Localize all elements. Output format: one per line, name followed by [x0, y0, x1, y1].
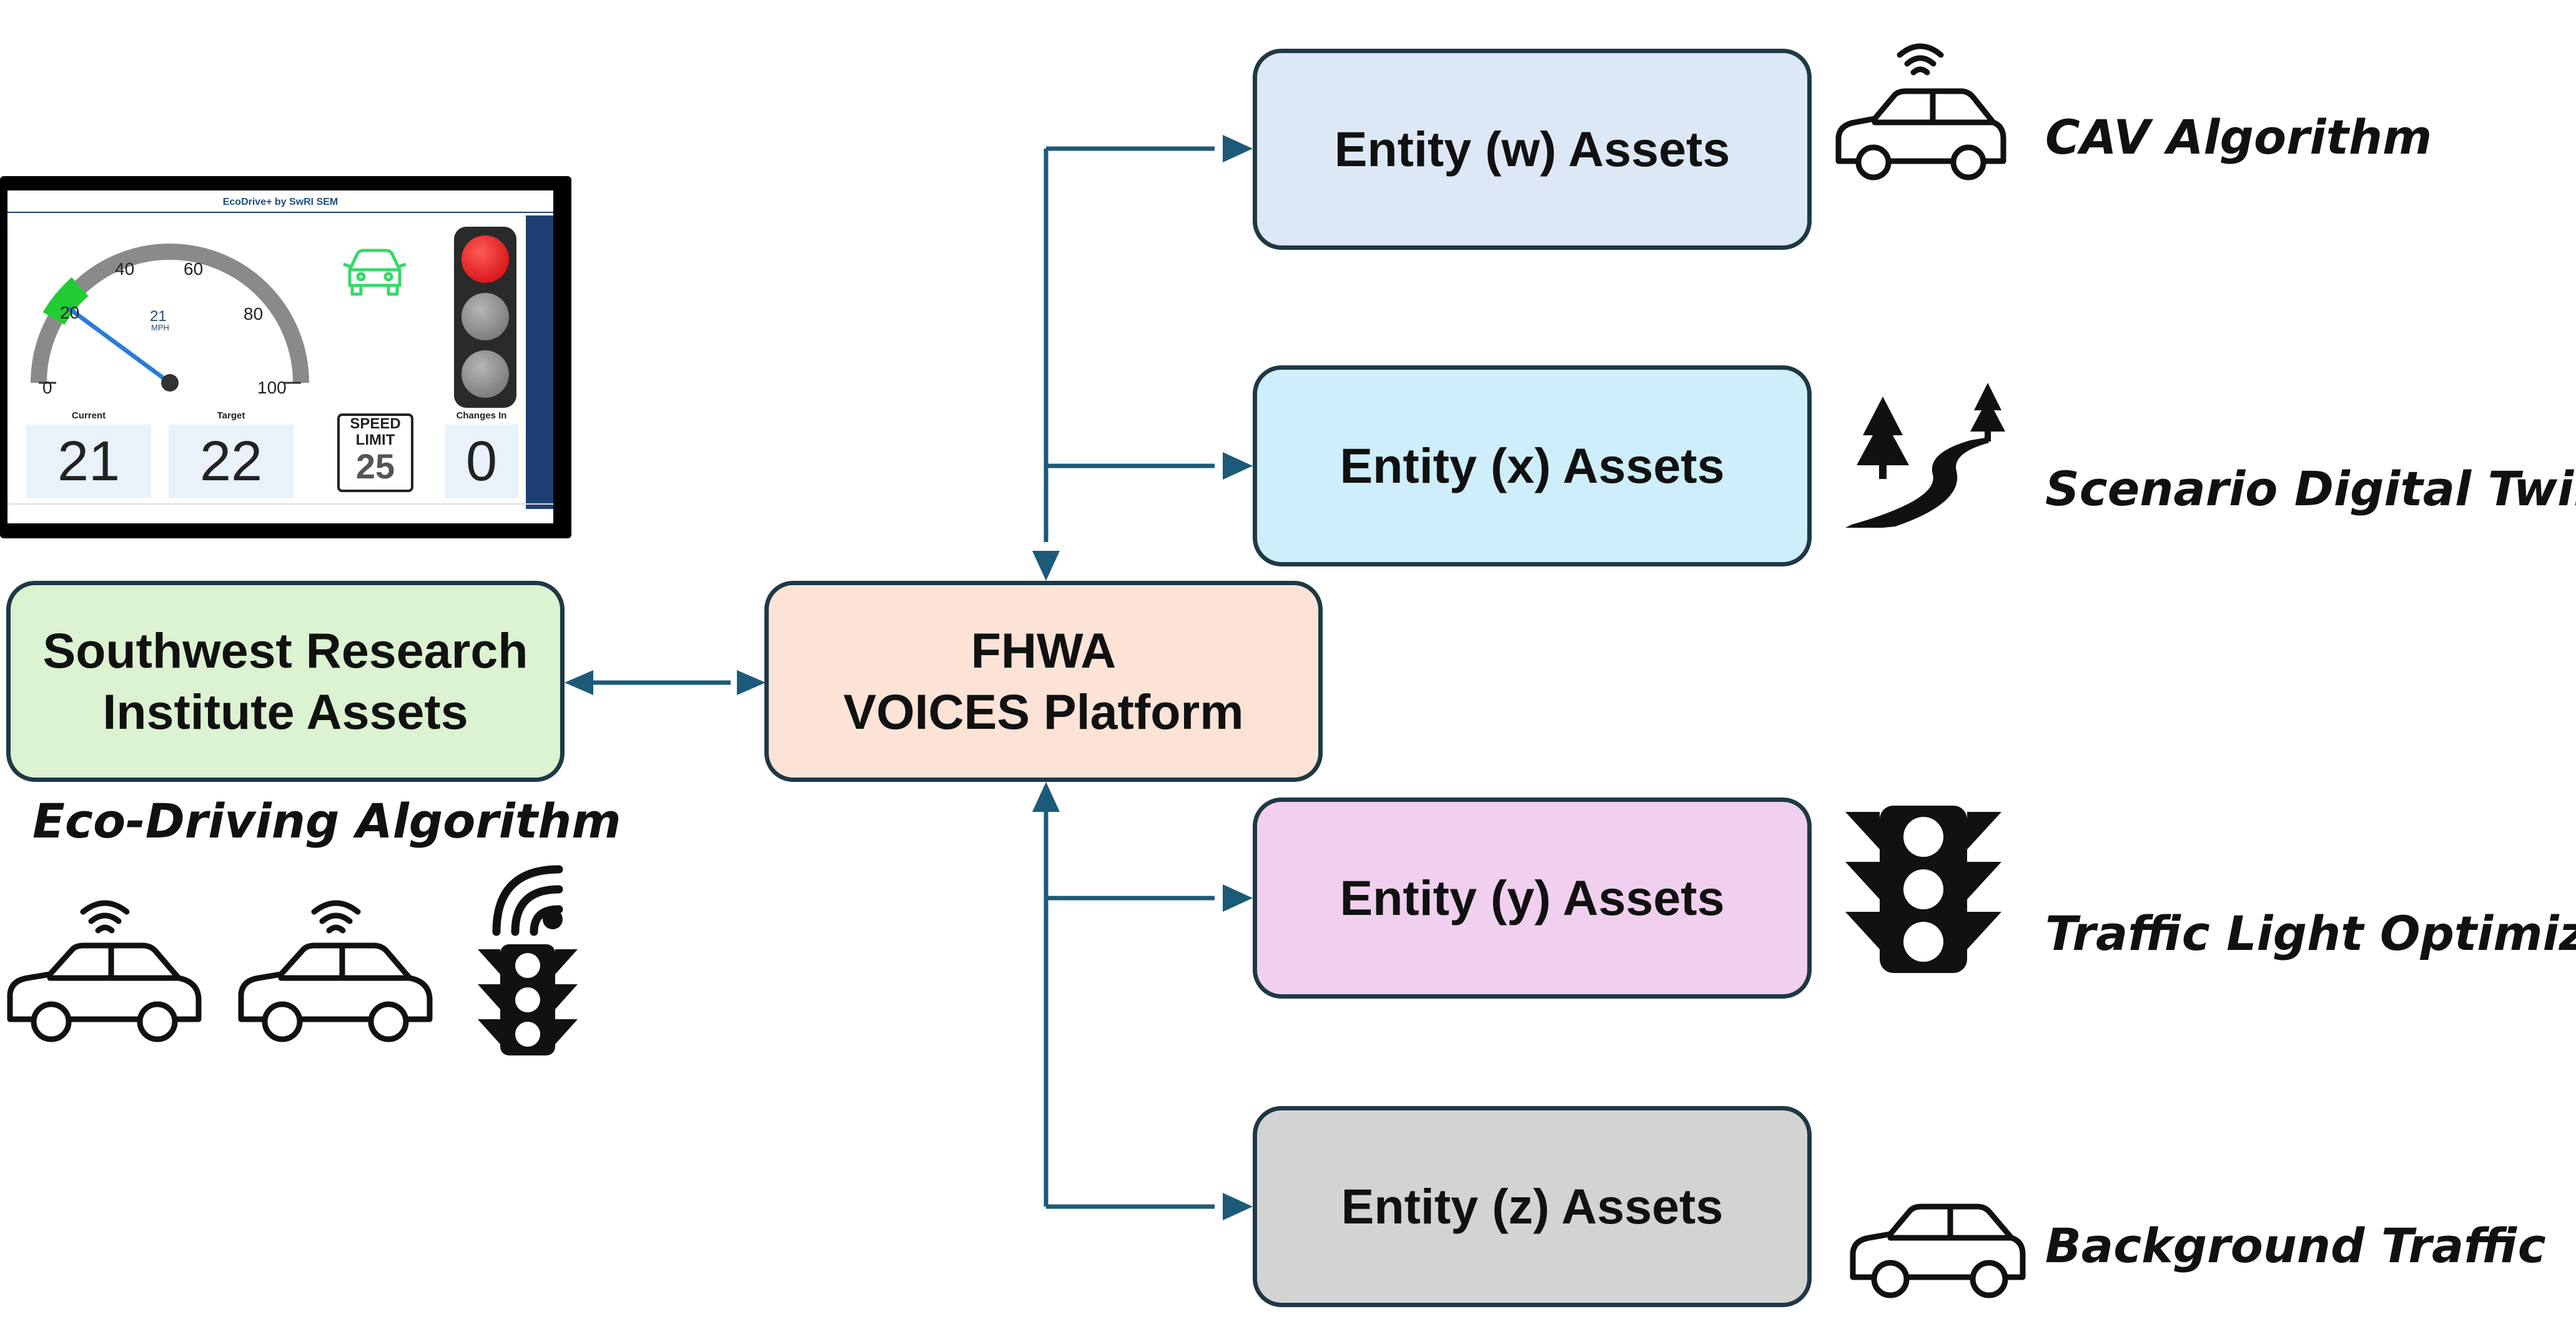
entity-y-caption: Traffic Light Optimizer	[2045, 906, 2576, 961]
signal-red-lamp	[461, 235, 509, 283]
arrowhead	[1223, 135, 1253, 162]
entity-y-node: Entity (y) Assets	[1253, 798, 1812, 999]
entity-z-node: Entity (z) Assets	[1253, 1106, 1812, 1307]
gauge-tick-80: 80	[244, 304, 264, 324]
speed-gauge	[31, 244, 309, 392]
signal-green-lamp	[461, 350, 509, 398]
entity-z-label: Entity (z) Assets	[1341, 1178, 1724, 1235]
gauge-tick-100: 100	[257, 378, 287, 397]
sign-line-1: SPEED	[350, 415, 401, 432]
dashboard-title: EcoDrive+ by SwRI SEM	[222, 197, 338, 207]
swri-line-1: Southwest Research	[42, 623, 528, 679]
changes-label: Changes In	[456, 410, 507, 421]
entity-y-label: Entity (y) Assets	[1340, 870, 1725, 926]
arrowhead	[737, 670, 766, 695]
arrowhead	[1032, 782, 1060, 812]
entity-w-label: Entity (w) Assets	[1334, 121, 1730, 177]
target-label: Target	[217, 410, 245, 421]
signal-housing	[454, 227, 516, 408]
gauge-tick-40: 40	[115, 259, 135, 279]
sign-value: 25	[355, 447, 395, 486]
arrowhead	[1223, 1193, 1253, 1220]
car-status-icon	[343, 249, 407, 296]
traffic-light-icon	[1845, 806, 2001, 973]
swri-caption: Eco-Driving Algorithm	[32, 793, 621, 849]
dashboard-screenshot: EcoDrive+ by SwRI SEM 0 20 40 60 80 100 …	[0, 176, 571, 538]
current-label: Current	[71, 410, 106, 421]
speed-limit-sign: SPEED LIMIT 25	[337, 413, 413, 492]
arrowhead	[1223, 452, 1253, 480]
signal-amber-lamp	[461, 293, 509, 340]
gauge-speed: 21	[150, 308, 167, 325]
connected-car-icon	[7, 900, 202, 1042]
connected-car-icon	[238, 900, 433, 1042]
dashboard-screen: EcoDrive+ by SwRI SEM 0 20 40 60 80 100 …	[7, 190, 553, 523]
gauge-tick-60: 60	[184, 259, 204, 279]
swri-assets-node: Southwest Research Institute Assets	[6, 581, 565, 782]
arrowhead	[1223, 884, 1253, 912]
entity-z-caption: Background Traffic	[2045, 1218, 2546, 1273]
gauge-tick-20: 20	[60, 303, 80, 322]
car-icon	[1850, 1203, 2026, 1298]
entity-w-node: Entity (w) Assets	[1253, 49, 1812, 250]
platform-line-2: VOICES Platform	[843, 684, 1244, 739]
voices-platform-node: FHWA VOICES Platform	[764, 581, 1323, 782]
target-value: 22	[169, 425, 294, 498]
changes-value: 0	[445, 425, 518, 498]
arrowhead	[1032, 551, 1060, 581]
android-nav-bar	[7, 503, 553, 523]
connected-car-icon	[1835, 43, 2006, 180]
dashboard-side-strip	[526, 215, 553, 509]
current-value: 21	[26, 425, 151, 498]
entity-x-label: Entity (x) Assets	[1340, 438, 1725, 494]
winding-road-icon	[1845, 383, 2005, 528]
swri-line-2: Institute Assets	[102, 684, 468, 739]
entity-x-caption: Scenario Digital Twin	[2045, 461, 2576, 516]
gauge-tick-0: 0	[42, 378, 52, 397]
gauge-unit: MPH	[151, 323, 169, 332]
platform-line-1: FHWA	[970, 623, 1117, 679]
entity-x-node: Entity (x) Assets	[1253, 365, 1812, 566]
arrowhead	[565, 670, 593, 695]
sign-line-2: LIMIT	[355, 432, 395, 448]
entity-w-caption: CAV Algorithm	[2045, 109, 2432, 165]
connected-traffic-light-icon	[478, 865, 578, 1055]
